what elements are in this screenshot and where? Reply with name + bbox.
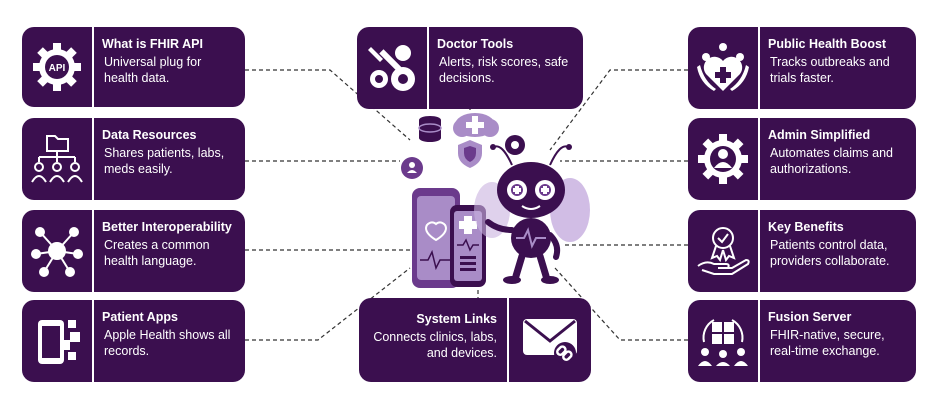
patient-apps-desc: Apple Health shows all records.: [104, 328, 231, 358]
fusion-desc: FHIR-native, secure, real-time exchange.: [770, 328, 885, 358]
chat-user-icon: [401, 157, 423, 179]
card-fhir-api: API What is FHIR API Universal plug for …: [22, 27, 245, 107]
connector-patient-apps: [245, 267, 411, 341]
admin-title: Admin Simplified: [768, 128, 871, 142]
connector-fusion: [554, 267, 688, 341]
gear-user-icon: [688, 118, 760, 200]
puzzle-people-icon: [688, 300, 760, 382]
cloud-health-icon: [453, 113, 499, 137]
public-health-title: Public Health Boost: [768, 37, 887, 51]
card-interoperability: Better Interoperability Creates a common…: [22, 210, 245, 292]
award-hand-icon: [688, 210, 760, 292]
data-resources-title: Data Resources: [102, 128, 197, 142]
network-hub-icon: [22, 210, 94, 292]
health-people-icon: [688, 27, 760, 109]
doctor-tools-desc: Alerts, risk scores, safe decisions.: [439, 55, 569, 85]
api-gear-icon: API: [22, 27, 94, 107]
data-resources-desc: Shares patients, labs, meds easily.: [104, 146, 225, 176]
interoperability-desc: Creates a common health language.: [104, 238, 210, 268]
folder-people-icon: [22, 118, 94, 200]
card-admin: Admin Simplified Automates claims and au…: [688, 118, 916, 200]
fhir-api-title: What is FHIR API: [102, 37, 203, 51]
benefits-desc: Patients control data, providers collabo…: [770, 238, 890, 268]
fusion-title: Fusion Server: [768, 310, 852, 324]
shield-icon: [458, 140, 482, 168]
benefits-title: Key Benefits: [768, 220, 844, 234]
wrench-gear-icon: [357, 27, 429, 109]
central-illustration: [401, 113, 590, 288]
patient-apps-title: Patient Apps: [102, 310, 178, 324]
card-doctor-tools: Doctor Tools Alerts, risk scores, safe d…: [357, 27, 583, 109]
gear-icon: [505, 135, 525, 155]
mobile-apps-icon: [22, 300, 94, 382]
public-health-desc: Tracks outbreaks and trials faster.: [770, 55, 890, 85]
fhir-api-desc: Universal plug for health data.: [104, 55, 202, 85]
system-links-title: System Links: [416, 312, 497, 326]
interoperability-title: Better Interoperability: [102, 220, 232, 234]
database-icon: [418, 116, 442, 142]
phone-front: [450, 205, 486, 287]
card-patient-apps: Patient Apps Apple Health shows all reco…: [22, 300, 245, 382]
card-system-links: System Links Connects clinics, labs, and…: [359, 298, 591, 382]
admin-desc: Automates claims and authorizations.: [770, 146, 893, 176]
connector-public-health: [549, 69, 688, 151]
card-benefits: Key Benefits Patients control data, prov…: [688, 210, 916, 292]
phone-back: [412, 188, 460, 288]
system-links-desc: Connects clinics, labs, and devices.: [373, 330, 497, 360]
card-fusion: Fusion Server FHIR-native, secure, real-…: [688, 300, 916, 382]
bee-mascot: [474, 144, 590, 284]
api-label: API: [49, 63, 66, 74]
card-public-health: Public Health Boost Tracks outbreaks and…: [688, 27, 916, 109]
envelope-link-icon: [507, 298, 591, 382]
card-data-resources: Data Resources Shares patients, labs, me…: [22, 118, 245, 200]
doctor-tools-title: Doctor Tools: [437, 37, 514, 51]
connector-fhir-api: [245, 69, 411, 141]
